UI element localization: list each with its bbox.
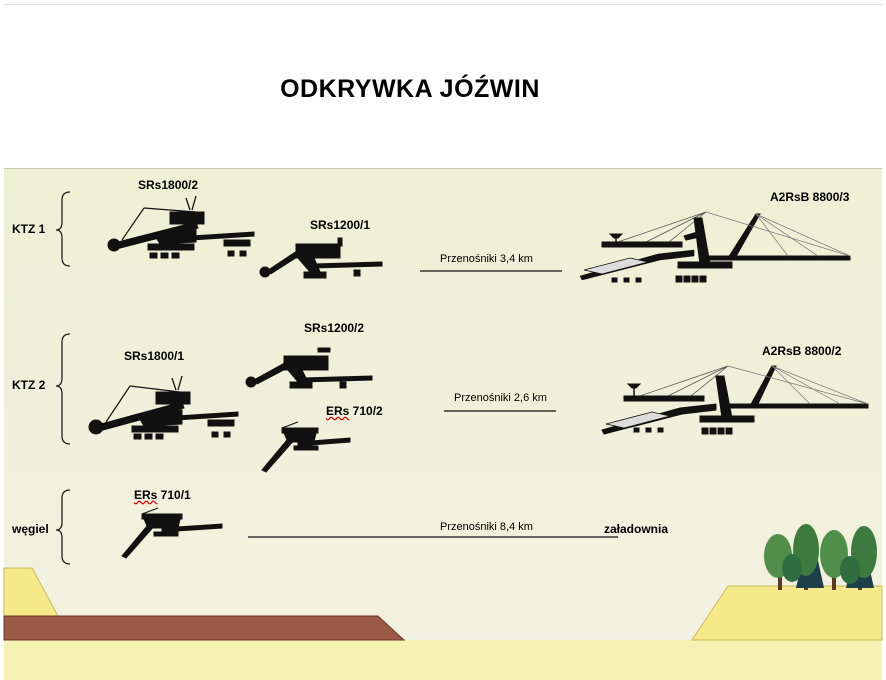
- machine-label-srs1200-2: SRs1200/2: [304, 321, 365, 335]
- machine-label-a2rsb-8800-3: A2RsB 8800/3: [770, 190, 850, 204]
- conveyor-label-1: Przenośniki 3,4 km: [440, 253, 533, 265]
- group-label-coal: węgiel: [12, 522, 49, 536]
- conveyor-label-3: Przenośniki 8,4 km: [440, 521, 533, 533]
- machine-label-ers710-1: ERs 710/1: [134, 488, 191, 502]
- loading-station-label: załadownia: [604, 522, 669, 536]
- group-label-ktz2: KTZ 2: [12, 378, 46, 392]
- excavator-srs1200-2-icon: [245, 347, 373, 389]
- machine-label-srs1800-2: SRs1800/2: [138, 178, 199, 192]
- conveyor-label-2: Przenośniki 2,6 km: [454, 392, 547, 404]
- excavator-ers710-1-icon: [121, 507, 223, 559]
- conveyor-line-1: [420, 270, 562, 272]
- machine-label-srs1200-1: SRs1200/1: [310, 218, 371, 232]
- excavator-srs1800-2-icon: [107, 195, 255, 259]
- excavator-srs1200-1-icon: [259, 237, 383, 279]
- page-title: ODKRYWKA JÓŹWIN: [280, 75, 540, 103]
- spreader-a2rsb-8800-2-icon: [601, 365, 869, 435]
- excavator-srs1800-1-icon: [88, 375, 239, 440]
- machine-label-srs1800-1: SRs1800/1: [124, 349, 185, 363]
- spreader-a2rsb-8800-3-icon: [579, 211, 851, 283]
- excavator-ers710-2-icon: [261, 421, 351, 473]
- machine-label-a2rsb-8800-2: A2RsB 8800/2: [762, 344, 842, 358]
- forest-icon: [764, 524, 877, 590]
- conveyor-line-2: [444, 410, 556, 412]
- group-label-ktz1: KTZ 1: [12, 222, 46, 236]
- conveyor-line-3: [248, 536, 618, 538]
- header-band: ODKRYWKA JÓŹWIN: [4, 4, 882, 169]
- machine-label-ers710-2: ERs 710/2: [326, 404, 383, 418]
